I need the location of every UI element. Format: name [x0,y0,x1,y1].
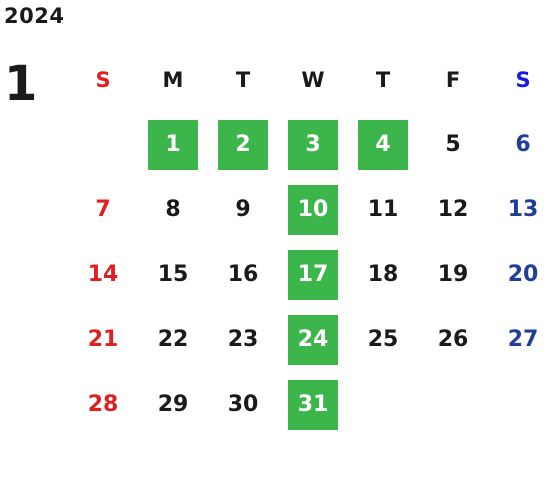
calendar-day-highlighted[interactable]: 24 [278,307,348,372]
calendar-day[interactable]: 19 [418,242,488,307]
calendar-day[interactable]: 6 [488,112,548,177]
calendar-day-highlighted[interactable]: 10 [278,177,348,242]
day-number: 13 [507,197,539,222]
empty-day-cell [68,112,138,177]
day-number: 9 [235,197,251,222]
weekday-header-wednesday: W [301,68,325,92]
month-number: 1 [4,56,38,112]
calendar-day[interactable]: 21 [68,307,138,372]
calendar-day[interactable]: 13 [488,177,548,242]
calendar-day[interactable]: 18 [348,242,418,307]
weekday-header-sunday: S [95,68,111,92]
calendar-day[interactable]: 9 [208,177,278,242]
day-number: 21 [87,327,119,352]
day-number: 10 [288,184,338,235]
calendar-day[interactable]: 15 [138,242,208,307]
weekday-header-tuesday: T [235,68,251,92]
day-number: 30 [227,392,259,417]
day-number: 31 [288,379,338,430]
day-number: 11 [367,197,399,222]
day-number: 29 [157,392,189,417]
calendar-day[interactable]: 20 [488,242,548,307]
day-number: 17 [288,249,338,300]
day-number: 2 [218,119,268,170]
day-number: 8 [165,197,181,222]
day-number: 22 [157,327,189,352]
calendar-day-highlighted[interactable]: 31 [278,372,348,437]
calendar-day-highlighted[interactable]: 1 [138,112,208,177]
day-number: 26 [437,327,469,352]
calendar-day[interactable]: 25 [348,307,418,372]
day-number: 24 [288,314,338,365]
year-label: 2024 [4,4,65,28]
day-number: 19 [437,262,469,287]
weekday-header-friday: F [445,68,461,92]
calendar-day[interactable]: 5 [418,112,488,177]
calendar-day[interactable]: 16 [208,242,278,307]
day-number: 28 [87,392,119,417]
calendar-day[interactable]: 11 [348,177,418,242]
day-number: 27 [507,327,539,352]
weekday-header-monday: M [162,68,184,92]
calendar-day-highlighted[interactable]: 2 [208,112,278,177]
day-number: 23 [227,327,259,352]
calendar-day-highlighted[interactable]: 3 [278,112,348,177]
day-number: 14 [87,262,119,287]
calendar-day[interactable]: 29 [138,372,208,437]
calendar-day[interactable]: 28 [68,372,138,437]
calendar-day[interactable]: 30 [208,372,278,437]
weekday-header-saturday: S [515,68,531,92]
day-number: 3 [288,119,338,170]
day-number: 12 [437,197,469,222]
weekday-header-thursday: T [375,68,391,92]
day-number: 18 [367,262,399,287]
calendar-day[interactable]: 22 [138,307,208,372]
calendar-day[interactable]: 8 [138,177,208,242]
day-number: 15 [157,262,189,287]
day-number: 16 [227,262,259,287]
calendar-day[interactable]: 23 [208,307,278,372]
day-number: 20 [507,262,539,287]
calendar-day[interactable]: 27 [488,307,548,372]
day-number: 6 [515,132,531,157]
day-number: 25 [367,327,399,352]
calendar-day[interactable]: 14 [68,242,138,307]
day-number: 1 [148,119,198,170]
day-number: 7 [95,197,111,222]
day-number: 5 [445,132,461,157]
calendar-day[interactable]: 12 [418,177,488,242]
calendar-day[interactable]: 26 [418,307,488,372]
day-number: 4 [358,119,408,170]
calendar-day-highlighted[interactable]: 17 [278,242,348,307]
calendar-day-highlighted[interactable]: 4 [348,112,418,177]
calendar-day[interactable]: 7 [68,177,138,242]
